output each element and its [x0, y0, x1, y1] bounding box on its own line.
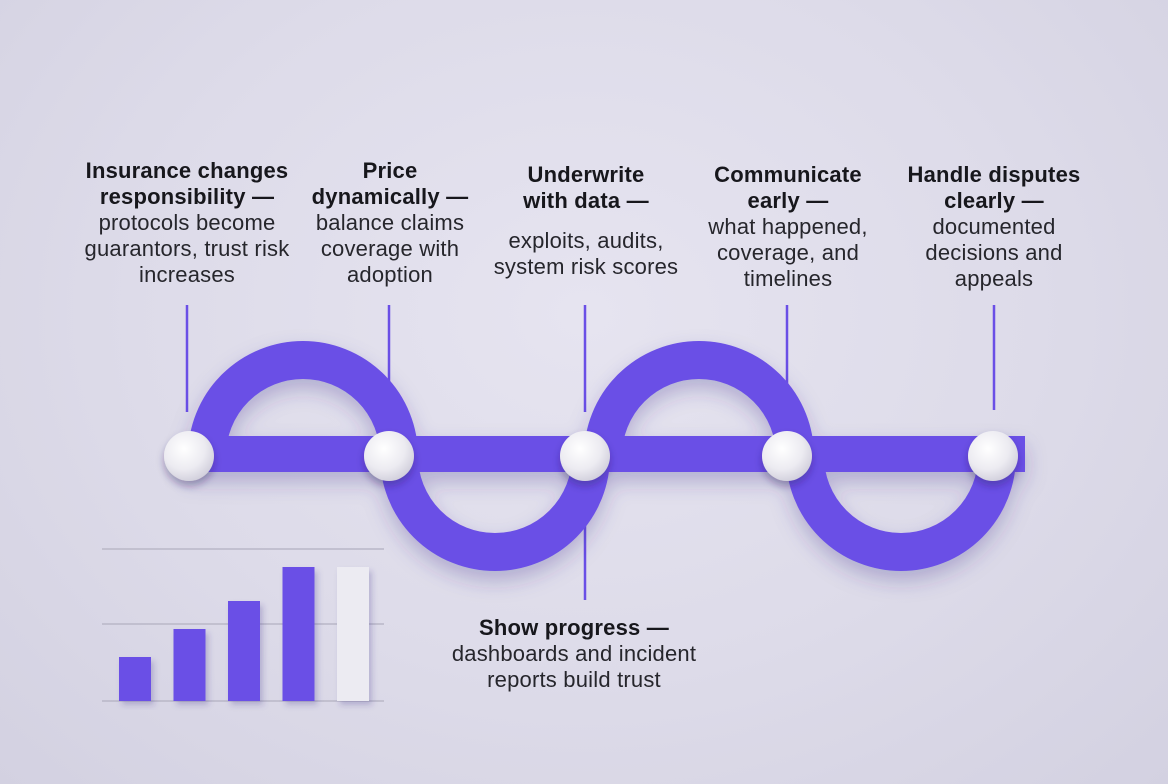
step-title-4: Communicate early — — [714, 162, 862, 213]
node-2 — [364, 431, 414, 481]
step-title-5: Handle disputes clearly — — [907, 162, 1081, 213]
band-arc-bottom-2 — [786, 455, 1016, 571]
mini-chart-bar-5 — [337, 567, 369, 701]
step-label-5: Handle disputes clearly — documented dec… — [892, 162, 1096, 292]
node-5 — [968, 431, 1018, 481]
node-3 — [560, 431, 610, 481]
bottom-step-title: Show progress — — [478, 615, 670, 640]
step-title-1: Insurance changes responsibility — — [85, 158, 289, 209]
step-description-4: what happened, coverage, and timelines — [708, 214, 868, 291]
mini-chart-bar-3 — [228, 601, 260, 701]
step-label-2: Price dynamically — balance claims cover… — [300, 158, 480, 288]
node-4 — [762, 431, 812, 481]
mini-chart-bar-1 — [119, 657, 151, 701]
bottom-step-description: dashboards and incident reports build tr… — [451, 641, 697, 692]
step-description-5: documented decisions and appeals — [925, 214, 1063, 291]
step-title-3: Underwrite with data — — [523, 162, 649, 213]
band-arc-bottom-1 — [380, 455, 610, 571]
step-description-2: balance claims coverage with adoption — [315, 210, 465, 287]
bottom-step-label: Show progress — dashboards and incident … — [416, 615, 732, 693]
mini-chart — [102, 548, 384, 702]
step-label-3: Underwrite with data — exploits, audits,… — [478, 162, 694, 280]
mini-chart-bar-2 — [173, 629, 206, 701]
band-arc-top-2 — [584, 341, 814, 457]
step-label-4: Communicate early — what happened, cover… — [692, 162, 884, 292]
step-description-3: exploits, audits, system risk scores — [493, 228, 679, 279]
mini-chart-bar-4 — [282, 567, 315, 701]
step-description-1: protocols become guarantors, trust risk … — [84, 210, 290, 287]
step-title-2: Price dynamically — — [311, 158, 469, 209]
nodes — [164, 431, 1018, 481]
node-1 — [164, 431, 214, 481]
band-arc-top-1 — [188, 341, 418, 457]
step-label-1: Insurance changes responsibility — proto… — [72, 158, 302, 288]
mini-chart-bars — [119, 567, 369, 701]
